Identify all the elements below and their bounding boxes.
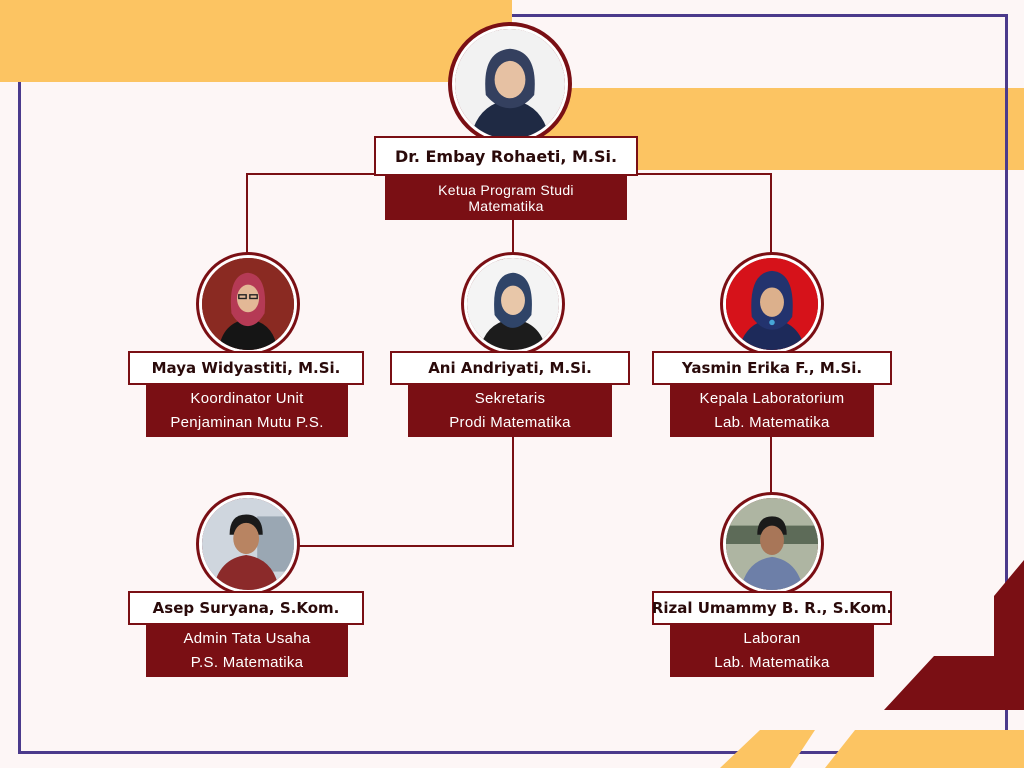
role-laboran-line2: Lab. Matematika — [714, 654, 830, 671]
name-lab-head: Yasmin Erika F., M.Si. — [652, 351, 892, 385]
role-lab-head-line2: Lab. Matematika — [714, 414, 830, 431]
person-photo-icon — [202, 258, 294, 350]
connector-secretary-to-admin — [290, 545, 514, 547]
name-secretary-text: Ani Andriyati, M.Si. — [428, 359, 592, 377]
name-head-text: Dr. Embay Rohaeti, M.Si. — [394, 146, 618, 166]
name-quality-text: Maya Widyastiti, M.Si. — [151, 359, 341, 377]
person-photo-icon — [726, 498, 818, 590]
name-laboran: Rizal Umammy B. R., S.Kom. — [652, 591, 892, 625]
name-laboran-text: Rizal Umammy B. R., S.Kom. — [651, 599, 893, 617]
frame-top — [512, 14, 1008, 17]
decor-maroon-steps — [884, 560, 1024, 710]
role-head-line2: Matematika — [468, 198, 544, 214]
role-secretary: Sekretaris Prodi Matematika — [408, 385, 612, 437]
frame-left — [18, 82, 21, 754]
name-admin: Asep Suryana, S.Kom. — [128, 591, 364, 625]
role-admin-line1: Admin Tata Usaha — [183, 630, 311, 647]
decor-yellow-top-left — [0, 0, 512, 82]
avatar-lab-head — [720, 252, 824, 356]
role-laboran-line1: Laboran — [743, 630, 801, 647]
name-head: Dr. Embay Rohaeti, M.Si. — [374, 136, 638, 176]
role-admin-line2: P.S. Matematika — [190, 654, 304, 671]
frame-bottom — [18, 751, 1008, 754]
connector-head-left-down — [246, 173, 248, 255]
name-admin-text: Asep Suryana, S.Kom. — [152, 599, 340, 617]
person-photo-icon — [467, 258, 559, 350]
name-lab-head-text: Yasmin Erika F., M.Si. — [681, 359, 863, 377]
connector-secretary-down — [512, 437, 514, 547]
connector-head-center-down — [512, 220, 514, 256]
avatar-secretary — [461, 252, 565, 356]
name-secretary: Ani Andriyati, M.Si. — [390, 351, 630, 385]
role-head-line1: Ketua Program Studi — [438, 182, 574, 198]
connector-lab-down — [770, 437, 772, 497]
avatar-laboran — [720, 492, 824, 596]
avatar-head — [448, 22, 572, 146]
name-quality: Maya Widyastiti, M.Si. — [128, 351, 364, 385]
role-secretary-line2: Prodi Matematika — [449, 414, 571, 431]
role-admin: Admin Tata Usaha P.S. Matematika — [146, 625, 348, 677]
connector-head-right-down — [770, 173, 772, 255]
avatar-admin — [196, 492, 300, 596]
role-head: Ketua Program Studi Matematika — [385, 176, 627, 220]
frame-right — [1005, 14, 1008, 754]
decor-yellow-stripes — [720, 730, 1024, 768]
role-laboran: Laboran Lab. Matematika — [670, 625, 874, 677]
role-quality: Koordinator Unit Penjaminan Mutu P.S. — [146, 385, 348, 437]
role-lab-head-line1: Kepala Laboratorium — [699, 390, 845, 407]
person-photo-icon — [455, 29, 565, 139]
person-photo-icon — [726, 258, 818, 350]
role-quality-line2: Penjaminan Mutu P.S. — [170, 414, 324, 431]
role-lab-head: Kepala Laboratorium Lab. Matematika — [670, 385, 874, 437]
role-secretary-line1: Sekretaris — [474, 390, 546, 407]
avatar-quality — [196, 252, 300, 356]
role-quality-line1: Koordinator Unit — [190, 390, 304, 407]
person-photo-icon — [202, 498, 294, 590]
